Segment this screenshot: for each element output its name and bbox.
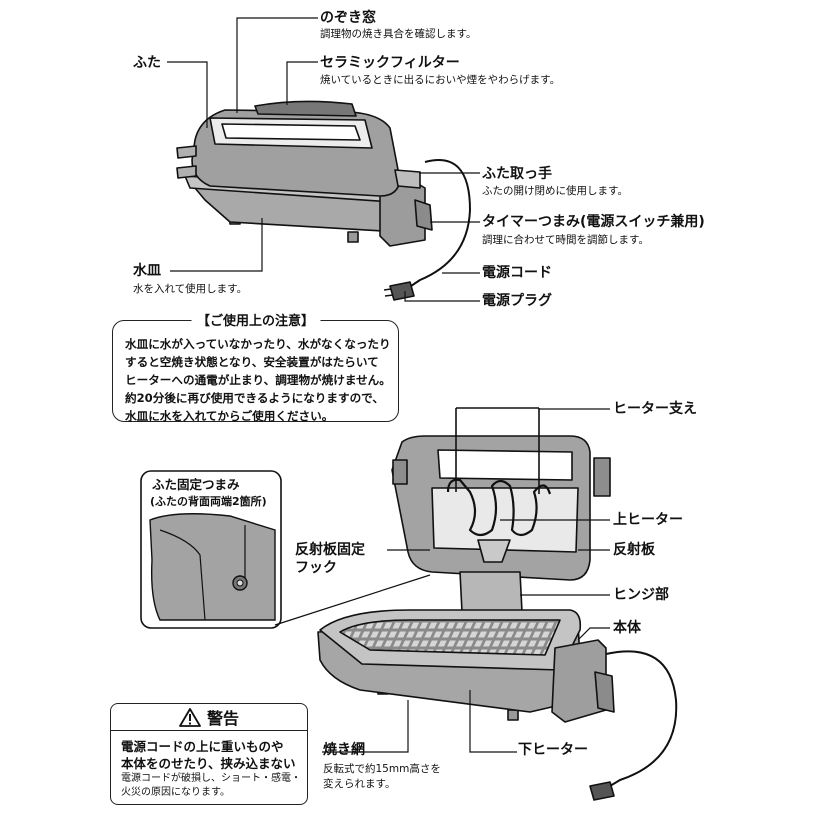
warning-sub-line: 電源コードが破損し、ショート・感電・ bbox=[121, 773, 301, 784]
label-lid-knob-2: (ふたの背面両端2箇所) bbox=[150, 495, 267, 508]
label-reflector: 反射板 bbox=[613, 542, 655, 558]
warning-header: 警告 bbox=[111, 704, 307, 731]
label-nozokimado: のぞき窓 bbox=[320, 10, 376, 26]
label-body: 本体 bbox=[613, 620, 641, 636]
warning-body: 電源コードの上に重いものや 本体をのせたり、挟み込まない 電源コードが破損し、シ… bbox=[121, 738, 301, 800]
label-power-cord: 電源コード bbox=[482, 265, 552, 281]
warning-sub-line: 火災の原因になります。 bbox=[121, 787, 230, 798]
label-grill-net: 焼き網 bbox=[323, 742, 365, 758]
warning-main-line: 電源コードの上に重いものや bbox=[121, 739, 284, 754]
label-lower-heater: 下ヒーター bbox=[518, 742, 588, 758]
label-futa: ふた bbox=[133, 55, 161, 71]
label-lid-knob-1: ふた固定つまみ bbox=[152, 477, 240, 492]
warning-main-line: 本体をのせたり、挟み込まない bbox=[121, 756, 296, 771]
desc-water-tray: 水を入れて使用します。 bbox=[133, 283, 248, 295]
warning-triangle-icon bbox=[179, 707, 201, 727]
caution-body: 水皿に水が入っていなかったり、水がなくなったり すると空焼き状態となり、安全装置… bbox=[125, 335, 391, 425]
caution-line: 約20分後に再び使用できるようになりますので、 bbox=[125, 391, 384, 405]
desc-grill-net-2: 変えられます。 bbox=[323, 778, 396, 790]
label-reflector-hook-1: 反射板固定 bbox=[295, 542, 365, 558]
label-hinge: ヒンジ部 bbox=[613, 587, 669, 603]
caution-box: 【ご使用上の注意】 水皿に水が入っていなかったり、水がなくなったり すると空焼き… bbox=[112, 310, 399, 425]
caution-line: 水皿に水が入っていなかったり、水がなくなったり bbox=[125, 337, 391, 351]
closed-grill-drawing bbox=[176, 100, 471, 301]
desc-nozokimado: 調理物の焼き具合を確認します。 bbox=[320, 28, 477, 40]
caution-line: 水皿に水を入れてからご使用ください。 bbox=[125, 409, 334, 423]
warning-title: 警告 bbox=[206, 709, 239, 728]
label-water-tray: 水皿 bbox=[133, 263, 161, 279]
desc-grill-net-1: 反転式で約15mm高さを bbox=[323, 763, 441, 775]
label-reflector-hook-2: フック bbox=[295, 560, 337, 576]
label-timer-knob: タイマーつまみ(電源スイッチ兼用) bbox=[482, 214, 705, 230]
leader-lines bbox=[167, 17, 610, 753]
caution-line: すると空焼き状態となり、安全装置がはたらいて bbox=[125, 355, 379, 369]
caution-title: 【ご使用上の注意】 bbox=[190, 310, 321, 329]
desc-timer-knob: 調理に合わせて時間を調節します。 bbox=[482, 234, 649, 246]
desc-lid-handle: ふたの開け閉めに使用します。 bbox=[482, 185, 628, 197]
lid-knob-inset bbox=[140, 470, 282, 629]
warning-box: 警告 電源コードの上に重いものや 本体をのせたり、挟み込まない 電源コードが破損… bbox=[110, 703, 308, 805]
label-power-plug: 電源プラグ bbox=[482, 293, 552, 309]
desc-ceramic-filter: 焼いているときに出るにおいや煙をやわらげます。 bbox=[320, 74, 561, 86]
label-heater-support: ヒーター支え bbox=[613, 401, 697, 417]
open-grill-drawing bbox=[317, 407, 678, 801]
label-upper-heater: 上ヒーター bbox=[613, 512, 683, 528]
label-ceramic-filter: セラミックフィルター bbox=[320, 55, 460, 71]
label-lid-handle: ふた取っ手 bbox=[482, 166, 552, 182]
caution-line: ヒーターへの通電が止まり、調理物が焼けません。 bbox=[125, 373, 391, 387]
